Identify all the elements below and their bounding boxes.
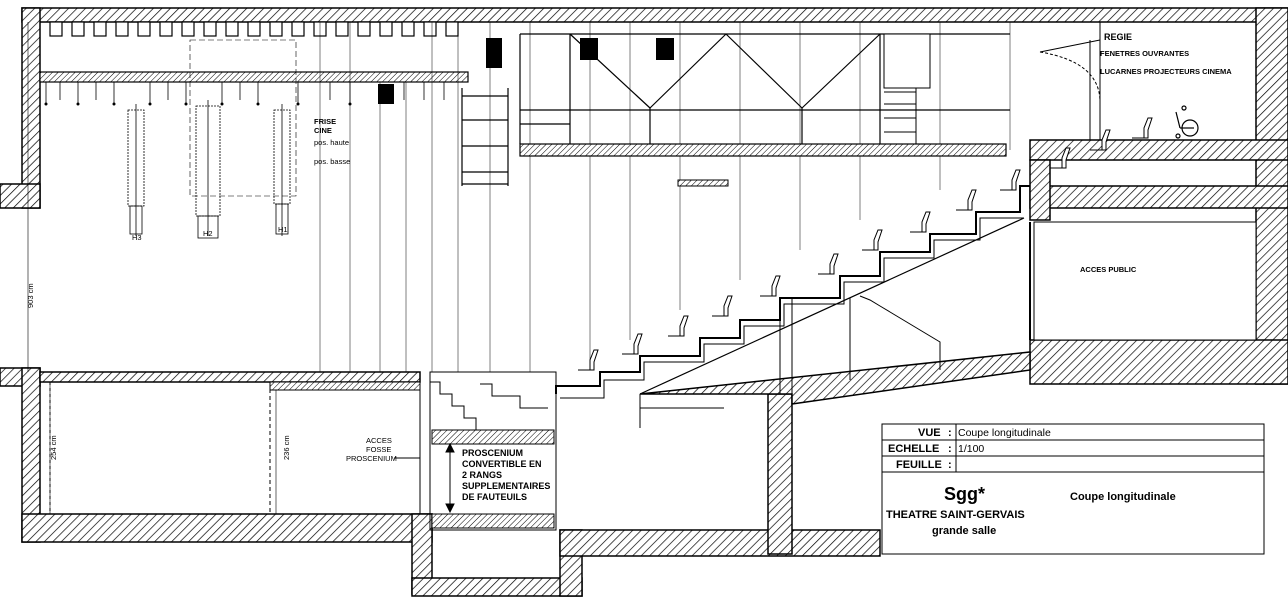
proscenium-label-5: DE FAUTEUILS bbox=[462, 492, 527, 502]
dimension-lower-2: 236 cm bbox=[282, 435, 291, 460]
vue-key: VUE bbox=[918, 427, 941, 439]
dimension-upper: 903 cm bbox=[26, 283, 35, 308]
drawing-subtitle: Coupe longitudinale bbox=[1070, 491, 1176, 503]
proscenium-label-2: CONVERTIBLE EN bbox=[462, 459, 542, 469]
section-vertical-lines bbox=[319, 22, 1011, 372]
svg-text::: : bbox=[948, 459, 952, 471]
acces-fosse-label-2: FOSSE bbox=[366, 445, 391, 454]
proscenium-label-4: SUPPLEMENTAIRES bbox=[462, 481, 550, 491]
lighting-box bbox=[883, 33, 931, 89]
dimension-lines bbox=[27, 22, 277, 514]
regie-window bbox=[1039, 22, 1101, 140]
proscenium-lift-top bbox=[431, 429, 555, 445]
vue-value: Coupe longitudinale bbox=[958, 427, 1051, 439]
batten-label-h3: H3 bbox=[132, 233, 142, 242]
wheelchair-icon bbox=[1175, 105, 1199, 139]
pit-stair bbox=[430, 381, 548, 430]
rake-underside bbox=[639, 217, 1025, 395]
title-block-frame bbox=[881, 423, 1265, 555]
pos-basse-label: pos. basse bbox=[314, 157, 350, 166]
stage-ladder bbox=[461, 88, 509, 186]
fly-gallery bbox=[39, 71, 469, 106]
seating-steps-inner bbox=[560, 217, 1024, 399]
svg-text::: : bbox=[948, 443, 952, 455]
structural-walls bbox=[0, 7, 1288, 597]
stage-apron bbox=[269, 381, 421, 391]
salle-name: grande salle bbox=[932, 525, 996, 537]
regie-label: REGIE bbox=[1104, 32, 1132, 42]
logo: Sgg* bbox=[944, 484, 985, 504]
svg-text::: : bbox=[948, 427, 952, 439]
batten-label-h2: H2 bbox=[203, 229, 213, 238]
cine-label: CINE bbox=[314, 126, 332, 135]
dimension-lower: 254 cm bbox=[49, 435, 58, 460]
roof-crenellation bbox=[49, 21, 459, 37]
proscenium-arrow bbox=[394, 442, 455, 514]
echelle-key: ECHELLE bbox=[888, 443, 939, 455]
proscenium-label-1: PROSCENIUM bbox=[462, 448, 523, 458]
ceiling-truss bbox=[519, 33, 1010, 148]
acces-fosse-label-1: ACCES bbox=[366, 436, 392, 445]
fenetres-label: FENETRES OUVRANTES bbox=[1100, 49, 1189, 58]
under-stair-structure bbox=[639, 295, 941, 428]
acces-fosse-label-3: PROSCENIUM bbox=[346, 454, 397, 463]
lucarnes-label: LUCARNES PROJECTEURS CINEMA bbox=[1100, 67, 1232, 76]
acces-public-room bbox=[1033, 221, 1257, 341]
acces-public-label: ACCES PUBLIC bbox=[1080, 265, 1137, 274]
auditorium-seats bbox=[578, 117, 1153, 371]
hanging-battens bbox=[127, 39, 297, 239]
pos-haute-label: pos. haute bbox=[314, 138, 349, 147]
proscenium-lift-bottom bbox=[431, 513, 555, 529]
theatre-name: THEATRE SAINT-GERVAIS bbox=[886, 509, 1025, 521]
feuille-key: FEUILLE bbox=[896, 459, 942, 471]
echelle-value: 1/100 bbox=[958, 443, 984, 455]
projectors bbox=[378, 38, 674, 104]
grid-plate bbox=[677, 179, 729, 187]
proscenium-label-3: 2 RANGS bbox=[462, 470, 502, 480]
frise-label: FRISE bbox=[314, 117, 336, 126]
batten-label-h1: H1 bbox=[278, 225, 288, 234]
catwalk-floor bbox=[519, 143, 1007, 157]
catwalk-stair bbox=[884, 88, 917, 144]
